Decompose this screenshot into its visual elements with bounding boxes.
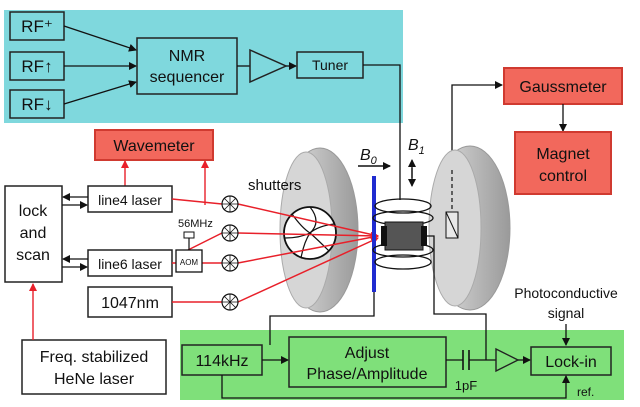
b1-label: B1: [408, 137, 425, 157]
nmr-sequencer-label-2: sequencer: [150, 69, 225, 86]
rf-up-label: RF↑: [21, 57, 52, 76]
wavemeter-label: Wavemeter: [113, 138, 195, 155]
aperture-iris-icon: [283, 206, 337, 260]
shutter-icon-3: [221, 254, 239, 272]
shutter-icon-4: [221, 293, 239, 311]
magnet-control-box: [514, 131, 612, 195]
electrode-to-osc-line: [269, 292, 375, 345]
shutter-icon-2: [221, 224, 239, 242]
rf-amplifier-icon: [249, 48, 288, 84]
reference-line: [221, 375, 570, 399]
aom-transducer: [183, 231, 195, 239]
preamp-icon: [495, 347, 520, 373]
lockin-box: [530, 346, 612, 376]
hene-laser-label-2: HeNe laser: [54, 371, 135, 388]
lock-and-scan-label-1: lock: [19, 203, 48, 220]
magnet-control-label-2: control: [539, 168, 587, 185]
rf-plus-label: RF⁺: [21, 17, 53, 36]
adjust-phase-amplitude-box: [288, 336, 447, 388]
lock-and-scan-box: [4, 185, 63, 283]
hene-laser-box: [21, 339, 167, 395]
rf-down-arrow: [63, 80, 137, 105]
laser-1047nm-label: 1047nm: [101, 295, 159, 312]
laser-beams: [171, 198, 379, 303]
aom-frequency-label: 56MHz: [178, 218, 213, 230]
shutters-label: shutters: [248, 177, 301, 194]
line6-laser-label: line6 laser: [98, 256, 162, 272]
tuner-label: Tuner: [312, 57, 348, 73]
line4-laser-box: [87, 185, 173, 213]
b0-label: B0: [360, 147, 378, 167]
capacitor-label: 1pF: [455, 378, 477, 393]
gaussmeter-box: [503, 67, 623, 105]
shutter-icon-1: [221, 195, 239, 213]
lock-and-scan-label-2: and: [20, 225, 47, 242]
photoconductive-label-1: Photoconductive: [514, 285, 618, 301]
laser-1047nm-box: [87, 286, 173, 318]
lock-and-scan-label-3: scan: [16, 247, 50, 264]
oscillator-114khz-box: [181, 344, 263, 376]
sample-cell: [384, 221, 424, 251]
rf-plus-box: [9, 11, 65, 41]
sample-cell-contact-left: [381, 226, 387, 246]
wavemeter-box: [94, 129, 214, 161]
cell-to-preamp-line: [427, 235, 487, 360]
tuner-to-coil-line: [363, 64, 401, 200]
hall-probe-mark: [445, 211, 459, 239]
sample-cell-contact-right: [421, 226, 427, 246]
nmr-sequencer-label-1: NMR: [169, 48, 205, 65]
photoconductive-label-2: signal: [548, 305, 585, 321]
oscillator-114khz-label: 114kHz: [195, 353, 248, 370]
magnet-control-label-1: Magnet: [536, 146, 590, 163]
line4-laser-label: line4 laser: [98, 192, 162, 208]
rf-plus-arrow: [63, 25, 137, 52]
hene-laser-label-1: Freq. stabilized: [40, 349, 149, 366]
nmr-sequencer-box: [136, 37, 238, 95]
gaussmeter-label: Gaussmeter: [519, 79, 607, 96]
rf-down-label: RF↓: [21, 95, 52, 114]
lockin-label: Lock-in: [545, 354, 597, 371]
adjust-label-1: Adjust: [345, 345, 390, 362]
aom-label: AOM: [180, 258, 199, 267]
tuner-box: [296, 51, 364, 79]
ref-label: ref.: [577, 385, 594, 399]
adjust-label-2: Phase/Amplitude: [307, 366, 428, 383]
